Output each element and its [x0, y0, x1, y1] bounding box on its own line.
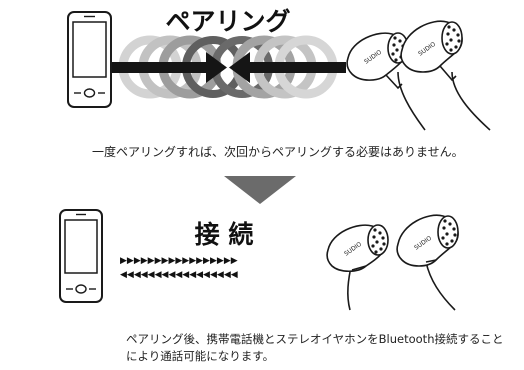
- arrow-right-icon: [112, 52, 227, 83]
- earphones-icon-2: SUDIO SUDIO: [326, 214, 459, 311]
- smartphone-icon-2: [59, 209, 103, 303]
- arrow-left-icon: [229, 52, 346, 83]
- pairing-caption: 一度ペアリングすれば、次回からペアリングする必要はありません。: [92, 145, 464, 159]
- connection-title: 接 続: [195, 220, 254, 249]
- pairing-title: ペアリング: [165, 7, 290, 36]
- earbud-right: SUDIO: [400, 20, 463, 82]
- connection-caption: ペアリング後、携帯電話機とステレオイヤホンをBluetooth接続すること によ…: [126, 331, 503, 365]
- earbud-right-2: SUDIO: [396, 214, 459, 267]
- earphones-icon: SUDIO SUDIO: [346, 20, 491, 131]
- pairing-section: ペアリング: [67, 7, 491, 131]
- down-triangle-icon: [224, 176, 296, 204]
- connection-caption-line1: ペアリング後、携帯電話機とステレオイヤホンをBluetooth接続すること: [126, 332, 504, 346]
- earbud-left-2: SUDIO: [326, 224, 389, 273]
- arrow-row-left: ◀◀◀◀◀◀◀◀◀◀◀◀◀◀◀◀◀: [120, 270, 238, 280]
- connection-section: 接 続 ▶▶▶▶▶▶▶▶▶▶▶▶▶▶▶▶▶ ◀◀◀◀◀◀◀◀◀◀◀◀◀◀◀◀◀ …: [59, 209, 459, 311]
- smartphone-icon: [67, 11, 112, 108]
- arrow-row-right: ▶▶▶▶▶▶▶▶▶▶▶▶▶▶▶▶▶: [120, 256, 238, 266]
- connection-caption-line2: により通話可能になります。: [126, 349, 275, 363]
